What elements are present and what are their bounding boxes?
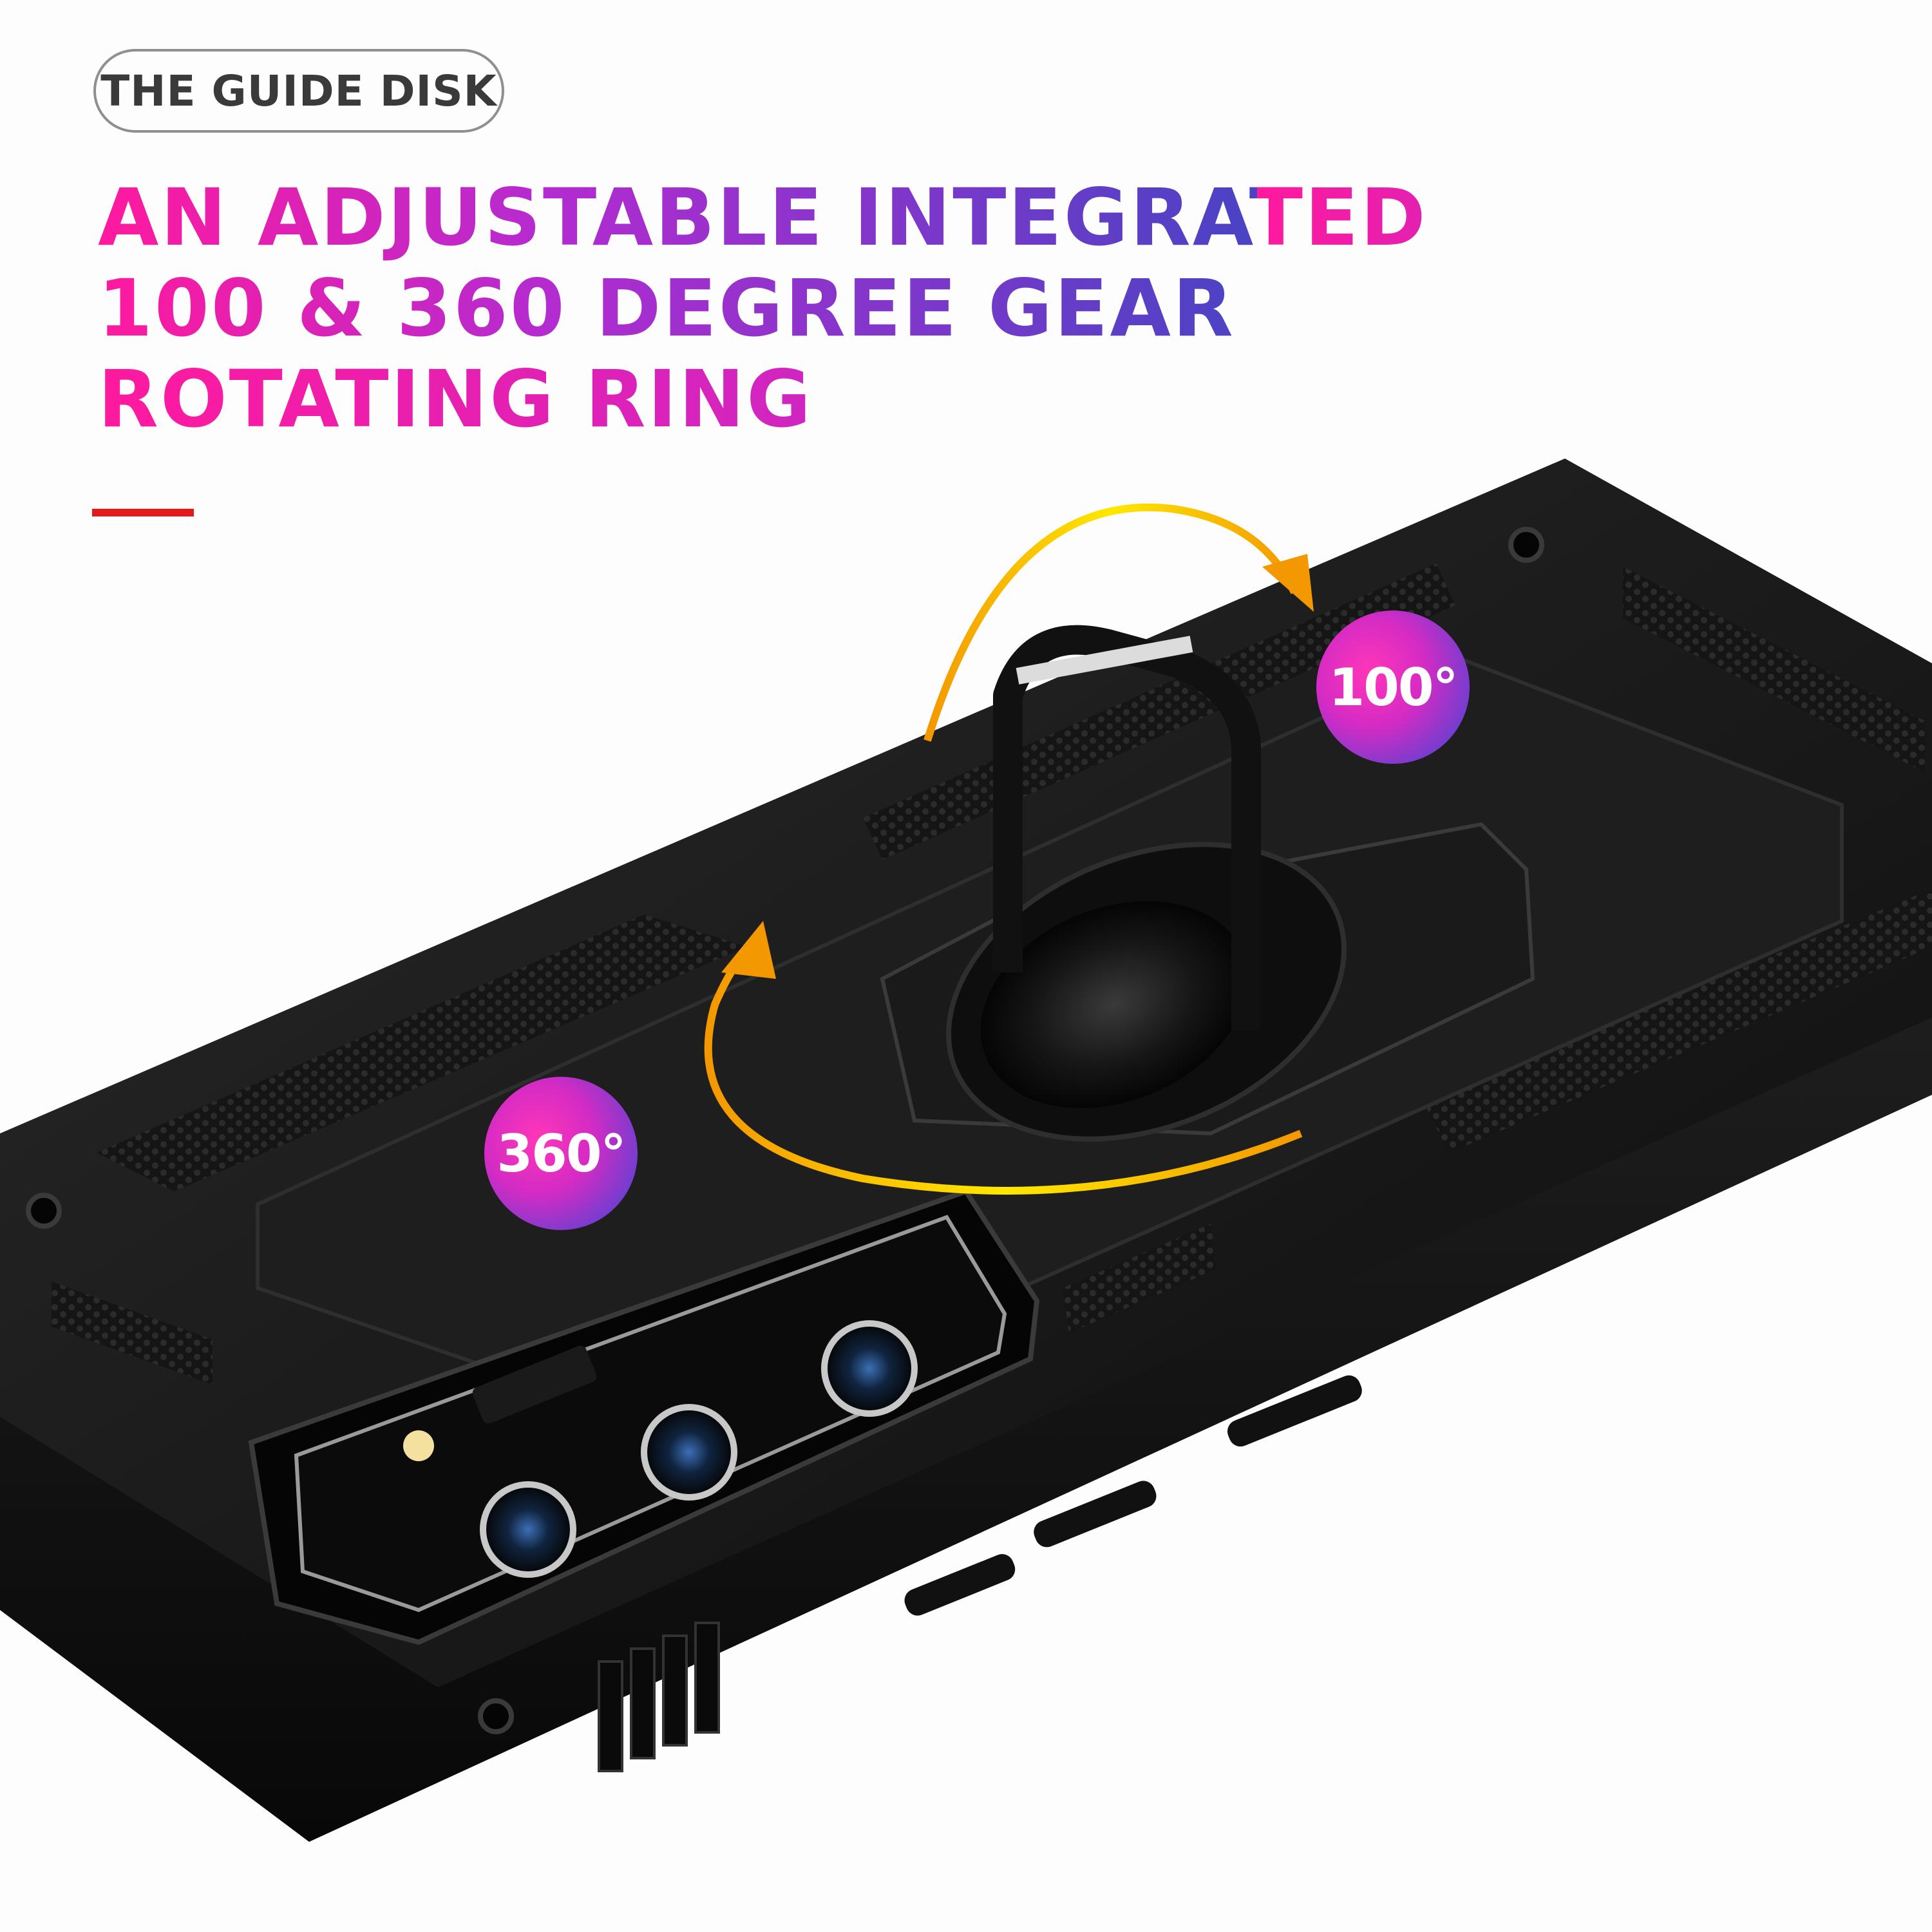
arrow-head-icon	[1262, 554, 1314, 612]
flash-icon	[403, 1430, 434, 1461]
camera-lens-icon	[480, 1481, 576, 1578]
armor-grip-strip	[52, 1282, 213, 1385]
headline-line: ROTATING RING	[98, 354, 1450, 445]
headline-line: AN ADJUSTABLE INTEGRATED	[98, 173, 1450, 263]
accent-divider	[92, 509, 194, 516]
angle-badge-360: 360°	[484, 1077, 638, 1230]
camera-lens-icon	[641, 1404, 737, 1501]
armor-grip-strip	[1423, 889, 1932, 1153]
side-button	[1034, 1481, 1157, 1548]
corner-screw-icon	[1508, 527, 1544, 563]
arrow-head-icon	[721, 921, 776, 979]
rotation-arrow-360	[704, 937, 1303, 1195]
side-button	[1227, 1375, 1362, 1447]
corner-screw-icon	[26, 1193, 62, 1229]
armor-grip-strip	[1623, 567, 1926, 773]
side-button	[904, 1554, 1016, 1616]
armor-grip-strip	[97, 914, 747, 1191]
camera-lens-icon	[821, 1320, 918, 1417]
rotation-arrow-100	[923, 503, 1298, 742]
rotating-disc	[980, 901, 1248, 1108]
armor-grip-strip	[1063, 1224, 1217, 1333]
headline-line: 100 & 360 DEGREE GEAR	[98, 263, 1450, 354]
bottom-port	[598, 1622, 720, 1772]
sensor-icon	[472, 1345, 597, 1424]
ring-holder	[880, 625, 1535, 1142]
section-tag: THE GUIDE DISK	[93, 49, 504, 133]
headline: AN ADJUSTABLE INTEGRATED 100 & 360 DEGRE…	[98, 173, 1450, 445]
angle-badge-100: 100°	[1316, 611, 1470, 764]
corner-screw-icon	[478, 1698, 514, 1734]
finger-ring	[993, 625, 1261, 1030]
